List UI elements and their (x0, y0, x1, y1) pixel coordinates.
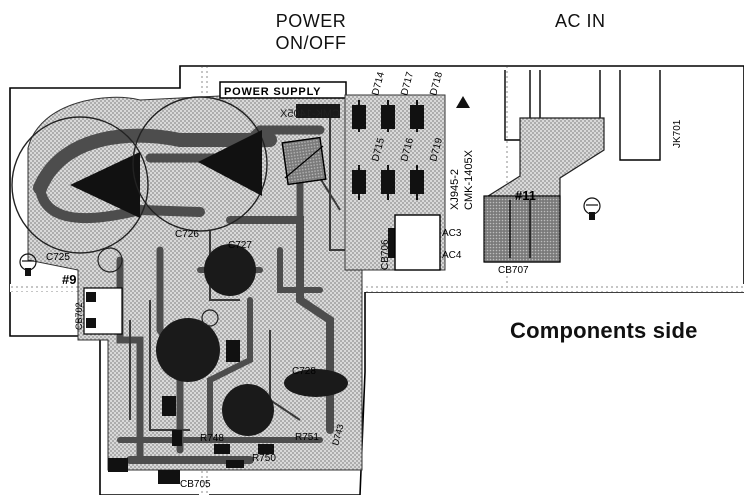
ref-ac4: AC4 (442, 250, 462, 261)
ref-c727: C727 (228, 240, 252, 251)
ac-in-label: AC IN (555, 11, 606, 31)
capacitor-c728 (284, 369, 348, 397)
screw-icon-left (19, 253, 37, 276)
ref-r751: R751 (295, 432, 319, 443)
copper-traces (33, 125, 334, 464)
ref-c726: C726 (175, 229, 199, 240)
pad-round (201, 309, 219, 327)
ref-r748: R748 (200, 433, 224, 444)
ref-ac3: AC3 (442, 228, 462, 239)
diode-leads (358, 100, 418, 200)
ref-cb705: CB705 (180, 479, 211, 490)
ref-cb706: CB706 (380, 239, 391, 270)
capacitor-c728-a (156, 318, 220, 382)
components-side-label: Components side (510, 318, 698, 343)
screw-note-9: #9 (62, 272, 76, 287)
capacitor-small (97, 247, 123, 273)
screw-icon (583, 197, 601, 220)
ref-c725: C725 (46, 252, 70, 263)
warning-triangle-icon (456, 96, 470, 108)
ref-r750: R750 (252, 453, 276, 464)
capacitor-c728-b (222, 384, 274, 436)
capacitor-c725 (11, 116, 149, 254)
small-components (108, 340, 274, 484)
ref-c728: C728 (292, 366, 316, 377)
mirrored-label-box (296, 104, 340, 118)
ac-connector (394, 214, 441, 271)
jack-outline (504, 70, 531, 141)
power-line-2: ON/OFF (275, 33, 347, 53)
screw-note-11: #11 (515, 188, 536, 203)
power-supply-title-box (219, 81, 347, 99)
power-line-1: POWER (275, 11, 347, 31)
ref-cb707: CB707 (498, 265, 529, 276)
mirrored-label: CMK-1405X (279, 108, 340, 120)
dotted-band-horizontal (10, 284, 744, 292)
svg-text:CB702: CB702 (74, 302, 84, 330)
power-supply-title: POWER SUPPLY (224, 86, 321, 98)
ref-jk701: JK701 (672, 119, 683, 148)
power-switch (281, 136, 327, 186)
dotted-band-vertical-right (503, 67, 511, 292)
capacitor-c727 (204, 244, 256, 296)
board-part: CMK-1405X (463, 149, 475, 210)
capacitor-c725-polarity (70, 152, 140, 218)
capacitor-c726 (132, 96, 268, 232)
power-on-off-label: POWER ON/OFF (266, 10, 356, 54)
capacitor-c726-polarity (198, 130, 262, 196)
board-id: XJ945-2 (449, 169, 461, 210)
